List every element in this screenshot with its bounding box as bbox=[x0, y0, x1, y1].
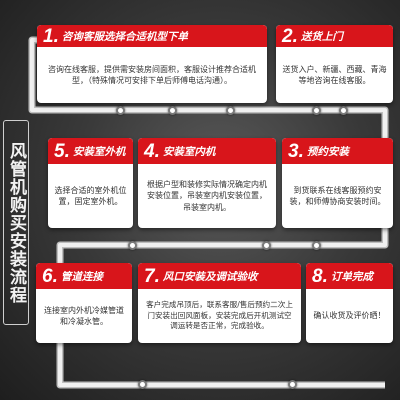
step-title: 风口安装及调试验收 bbox=[162, 270, 258, 283]
path-node bbox=[288, 380, 297, 389]
path-node bbox=[262, 241, 271, 250]
step-card-8: 8. 订单完成 确认收货及评价晒！ bbox=[306, 263, 393, 343]
path-node bbox=[226, 106, 235, 115]
path-node bbox=[312, 106, 321, 115]
step-card-2: 2. 送货上门 送货入户、新疆、西藏、青海等地咨询在线客服。 bbox=[276, 25, 393, 103]
step-card-3: 3. 预约安装 到货联系在线客服预约安装，和师傅协商安装时间。 bbox=[282, 138, 393, 228]
step-number: 4. bbox=[144, 140, 160, 162]
step-description: 咨询在线客服，提供需安装房间面积，客服设计推荐合适机型，（特殊情况可安排下单后师… bbox=[48, 64, 256, 85]
step-title: 安装室外机 bbox=[72, 145, 126, 158]
step-description: 客户完成吊顶后，联系客服/售后预约二次上门安装出回风面板，安装完成后开机测试空调… bbox=[146, 300, 293, 331]
step-title: 咨询客服选择合适机型下单 bbox=[61, 30, 188, 43]
step-title: 安装室内机 bbox=[162, 145, 216, 158]
step-number: 8. bbox=[312, 265, 328, 287]
step-card-7: 7. 风口安装及调试验收 客户完成吊顶后，联系客服/售后预约二次上门安装出回风面… bbox=[138, 263, 301, 343]
step-number: 3. bbox=[288, 140, 304, 162]
path-node bbox=[116, 106, 125, 115]
step-number: 7. bbox=[144, 265, 160, 287]
step-number: 2. bbox=[282, 25, 298, 47]
step-description: 送货入户、新疆、西藏、青海等地咨询在线客服。 bbox=[282, 64, 387, 85]
step-title: 送货上门 bbox=[300, 30, 343, 43]
step-description: 到货联系在线客服预约安装，和师傅协商安装时间。 bbox=[289, 185, 386, 206]
step-card-1: 1. 咨询客服选择合适机型下单 咨询在线客服，提供需安装房间面积，客服设计推荐合… bbox=[37, 25, 267, 103]
path-node bbox=[128, 241, 137, 250]
step-number: 5. bbox=[54, 140, 70, 162]
step-description: 连接室内外机冷媒管道和冷凝水管。 bbox=[44, 305, 124, 326]
step-title: 订单完成 bbox=[330, 270, 373, 283]
step-title: 管道连接 bbox=[60, 270, 103, 283]
step-card-4: 4. 安装室内机 根据户型和装修实际情况确定内机安装位置，吊装室内机安装位置，吊… bbox=[138, 138, 276, 228]
step-card-6: 6. 管道连接 连接室内外机冷媒管道和冷凝水管。 bbox=[36, 263, 132, 343]
step-number: 1. bbox=[43, 25, 59, 47]
path-node bbox=[138, 380, 147, 389]
path-node bbox=[312, 241, 321, 250]
step-card-5: 5. 安装室外机 选择合适的室外机位置，固定室外机。 bbox=[48, 138, 133, 228]
vertical-title: 风管机购买安装流程 bbox=[3, 120, 29, 325]
step-title: 预约安装 bbox=[306, 145, 349, 158]
step-description: 确认收货及评价晒！ bbox=[313, 311, 386, 321]
path-node bbox=[168, 106, 177, 115]
step-description: 选择合适的室外机位置，固定室外机。 bbox=[54, 185, 127, 206]
path-node bbox=[339, 106, 348, 115]
step-number: 6. bbox=[42, 265, 58, 287]
step-description: 根据户型和装修实际情况确定内机安装位置，吊装室内机安装位置，吊装室内机。 bbox=[147, 180, 267, 212]
